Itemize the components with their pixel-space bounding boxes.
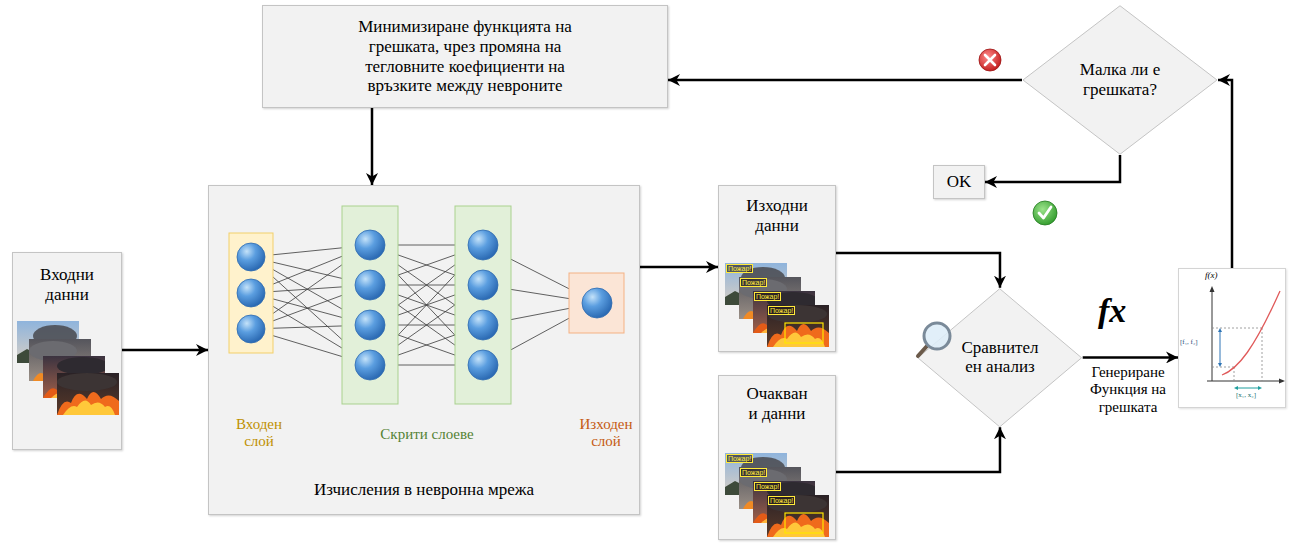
- node-label: OK: [947, 172, 972, 192]
- neuron: [468, 270, 498, 300]
- neuron: [468, 350, 498, 380]
- domain-arrow: [1237, 388, 1259, 389]
- neuron: [468, 230, 498, 260]
- neuron: [468, 310, 498, 340]
- neuron: [237, 279, 265, 307]
- detection-tag: Пожар!: [740, 468, 767, 477]
- reject-cross: [985, 55, 995, 65]
- flow-arrow: [836, 427, 1000, 472]
- guide-lines: [1212, 328, 1262, 381]
- photo-thumbnail: [767, 495, 829, 537]
- process-box: Минимизиране функцията на грешката, чрез…: [262, 5, 668, 108]
- detection-tag: Пожар!: [768, 496, 795, 505]
- decision-diamond: Малка ли е грешката?: [1022, 5, 1218, 155]
- node-label: Входен слой: [229, 416, 289, 451]
- input-data-box: Входни данни: [12, 252, 122, 450]
- range-head: [1218, 328, 1222, 332]
- accept-icon: [1033, 201, 1057, 225]
- detection-tag: Пожар!: [754, 292, 781, 301]
- flow-arrow: [1083, 356, 1178, 359]
- annotation-label: Генериране Функция на грешката: [1083, 364, 1173, 416]
- layer-band: [455, 206, 511, 404]
- neuron: [355, 310, 385, 340]
- reject-disc: [979, 49, 1001, 71]
- detection-tag: Пожар!: [754, 482, 781, 491]
- flow-arrow: [836, 253, 1000, 288]
- photo-thumbnail: [767, 305, 829, 347]
- neuron: [582, 288, 612, 318]
- flow-arrow: [985, 155, 1120, 182]
- node-label: Скрити слоеве: [380, 426, 473, 443]
- detection-tag: Пожар!: [726, 264, 753, 273]
- detection-tag: Пожар!: [726, 454, 753, 463]
- node-label: [x₁, x₂]: [1236, 391, 1256, 399]
- flow-arrow: [640, 266, 718, 269]
- output-layer: Изходен слой: [563, 206, 649, 458]
- magnifier-lens: [924, 323, 950, 349]
- range-arrow: [1220, 331, 1221, 364]
- comparison-diamond: Сравнител ен анализ: [917, 288, 1082, 428]
- neuron: [355, 230, 385, 260]
- flow-arrow: [668, 79, 1022, 82]
- node-label: Минимизиране функцията на грешката, чрез…: [349, 17, 581, 95]
- detection-tag: Пожар!: [768, 306, 795, 315]
- accept-disc: [1033, 201, 1057, 225]
- node-label: Изходни данни: [731, 196, 823, 235]
- error-chart: f(x) [f₁, f₂] [x₁, x₂]: [1178, 268, 1286, 408]
- layer-band: [569, 273, 624, 333]
- domain-head: [1234, 386, 1238, 390]
- neuron: [355, 350, 385, 380]
- ok-box: OK: [933, 165, 985, 199]
- weight-links: [251, 245, 597, 365]
- detection-box: [785, 513, 823, 533]
- layer-band: [229, 233, 273, 353]
- neuron: [237, 243, 265, 271]
- hidden-layers: Скрити слоеве: [337, 206, 517, 451]
- axis-head: [1279, 379, 1285, 384]
- function-symbol: fx: [1098, 294, 1126, 328]
- layer-band: [342, 206, 398, 404]
- node-label: f(x): [1205, 270, 1218, 280]
- node-label: Малка ли е грешката?: [1068, 60, 1172, 99]
- magnifier-handle: [918, 346, 927, 356]
- flow-arrow: [122, 349, 208, 352]
- node-label: Изчисления в невронна мрежа: [314, 480, 534, 500]
- diamond-shape: [1023, 6, 1217, 155]
- network-links: [209, 186, 641, 516]
- neuron: [237, 315, 265, 343]
- network-box: Изчисления в невронна мрежа Входен слой …: [208, 185, 640, 515]
- detection-box: [785, 323, 823, 343]
- photo-thumbnail: [57, 373, 119, 415]
- range-head: [1218, 363, 1222, 367]
- y-axis: [1212, 291, 1213, 381]
- node-label: Изходен слой: [571, 416, 641, 451]
- diamond-shape: [918, 288, 1082, 426]
- x-axis: [1207, 381, 1280, 382]
- input-layer: Входен слой: [221, 206, 297, 458]
- axis-head: [1210, 286, 1215, 292]
- flow-arrow: [371, 108, 374, 185]
- accept-check: [1039, 207, 1051, 218]
- error-curve: [1222, 291, 1280, 375]
- domain-head: [1258, 386, 1262, 390]
- node-label: Сравнител ен анализ: [958, 338, 1042, 377]
- node-label: [f₁, f₂]: [1180, 338, 1198, 346]
- reject-icon: [979, 49, 1001, 71]
- node-label: Очакван и данни: [744, 384, 810, 423]
- node-label: Входни данни: [21, 265, 113, 304]
- neuron: [355, 270, 385, 300]
- hidden-layer-bands: [337, 206, 517, 451]
- detection-tag: Пожар!: [740, 278, 767, 287]
- flow-arrow: [1218, 80, 1232, 268]
